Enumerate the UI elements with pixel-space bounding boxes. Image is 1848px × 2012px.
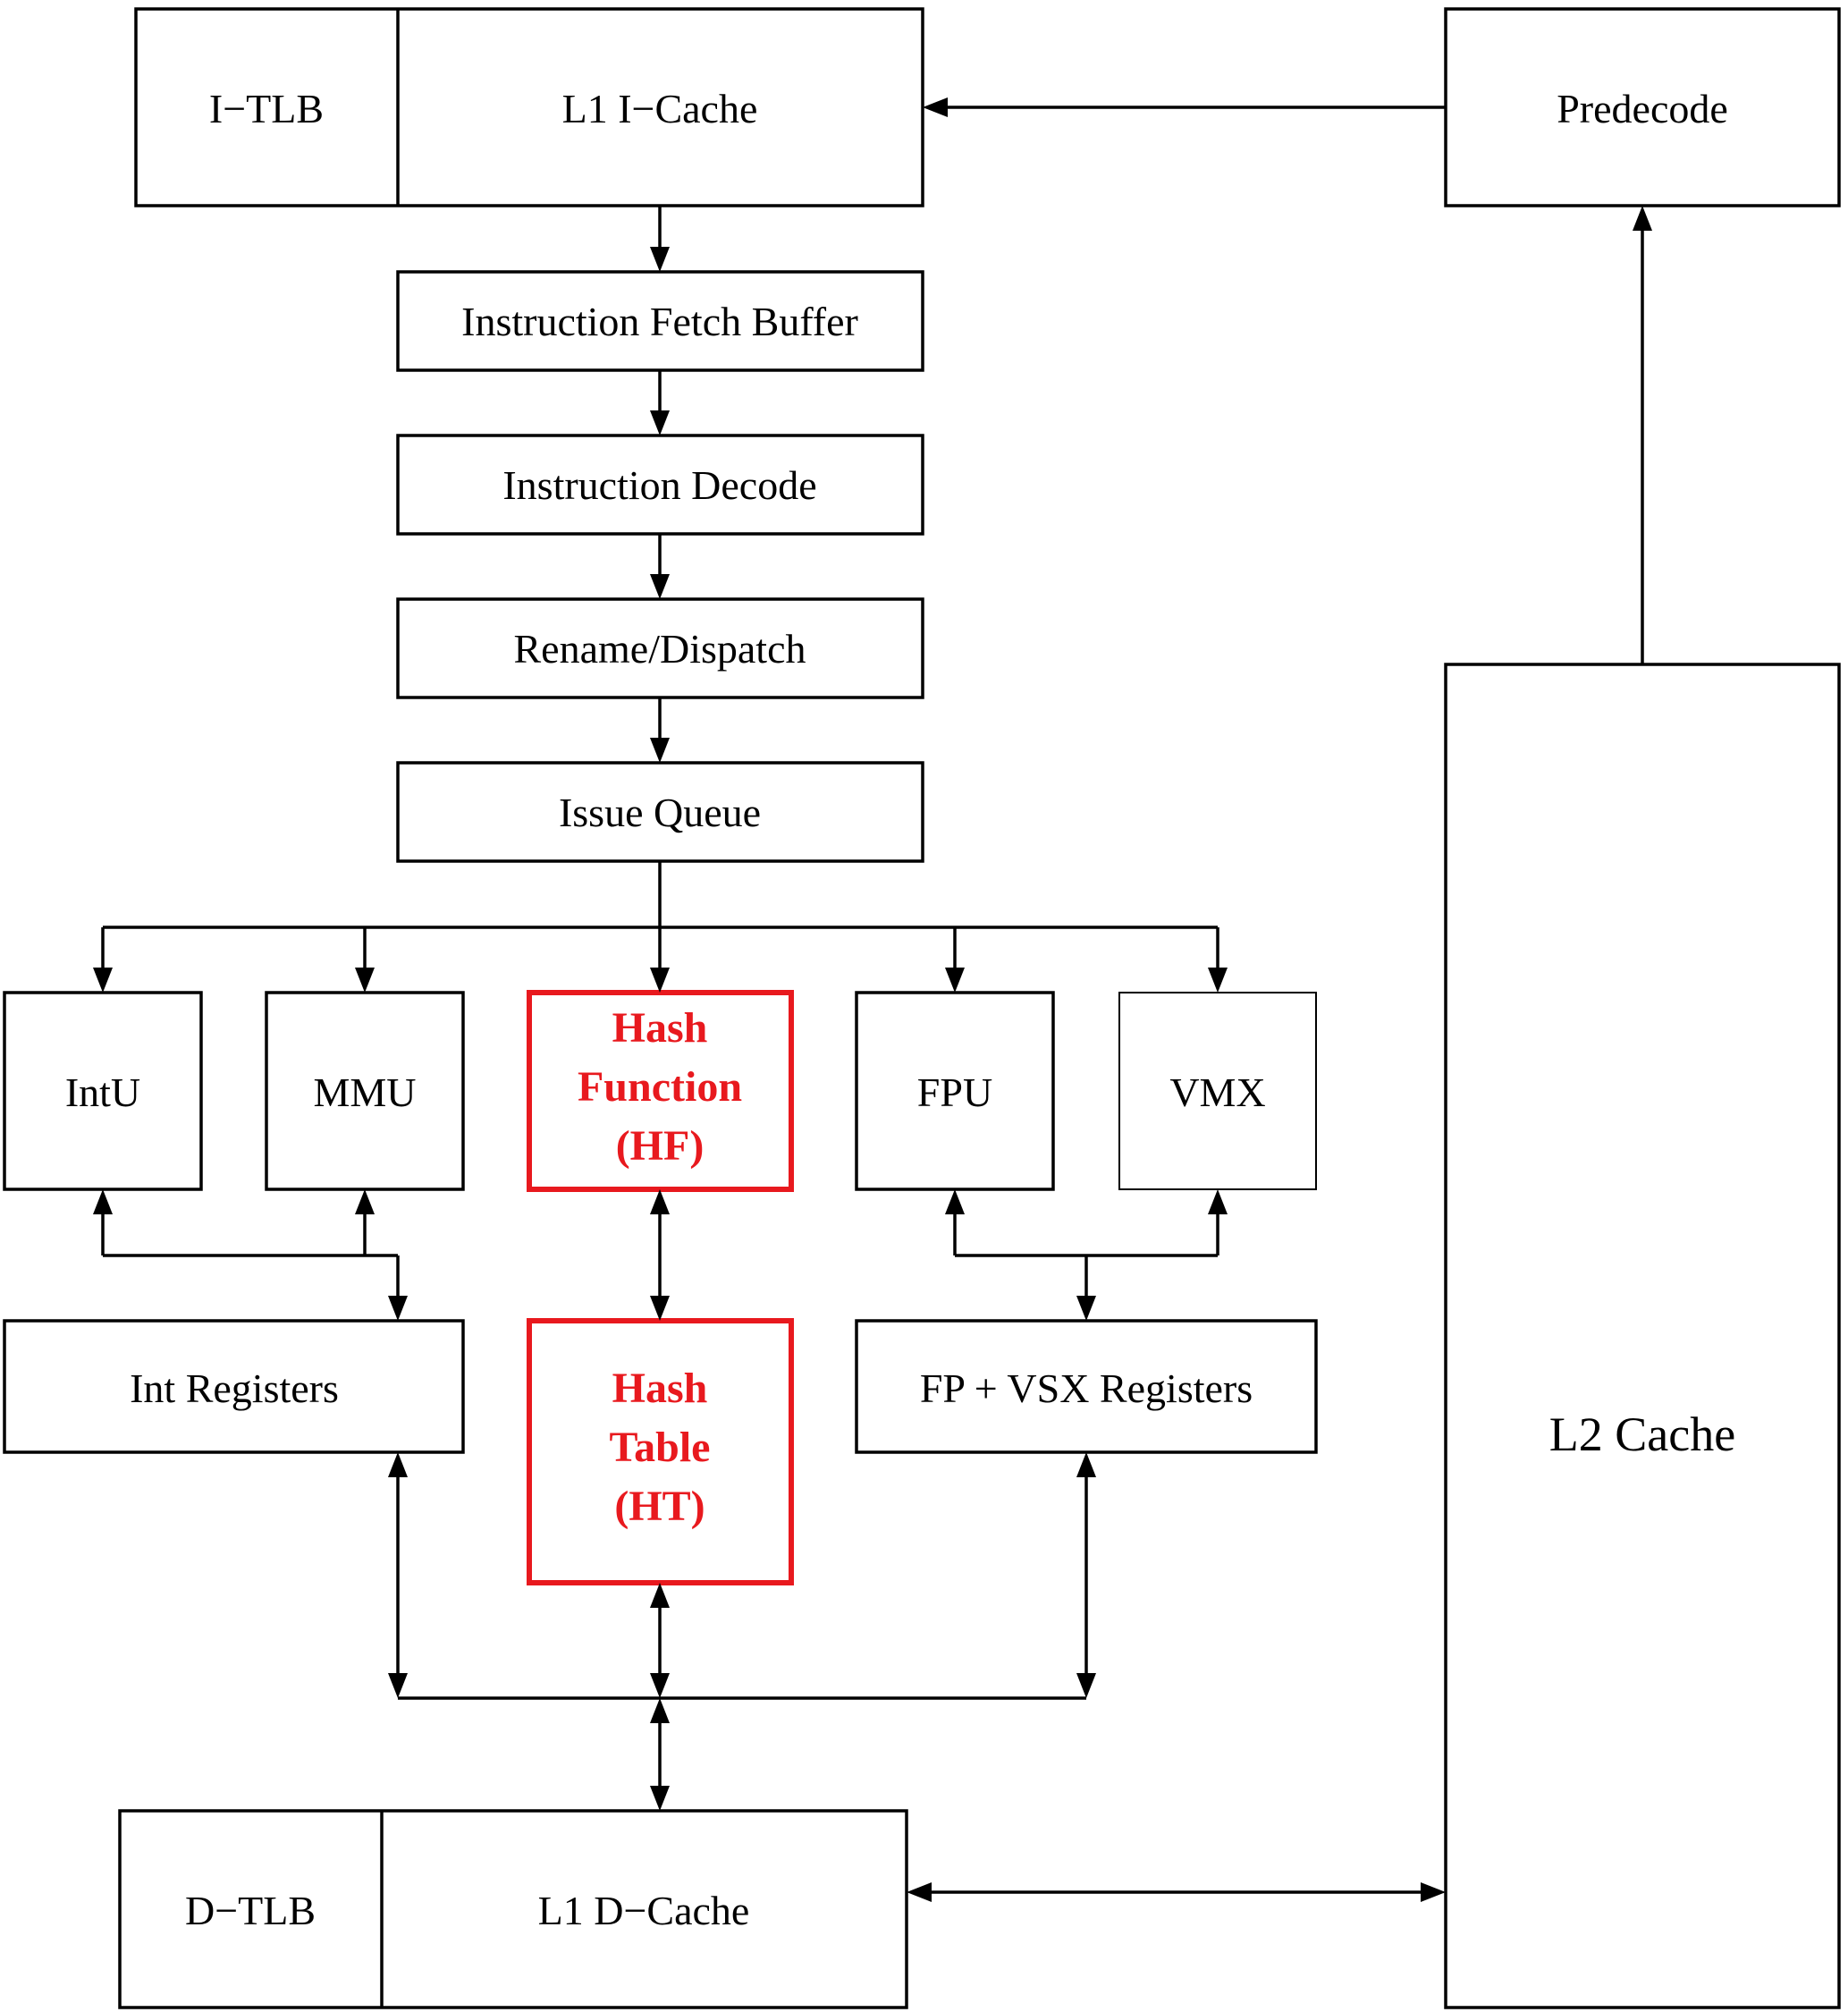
intu-box [3, 991, 203, 1191]
mmu-box [265, 991, 465, 1191]
fetch-buffer-label: Instruction Fetch Buffer [461, 299, 858, 344]
mmu-label: MMU [313, 1069, 416, 1115]
hf-ht-arrowhead-up [650, 1189, 670, 1214]
hash-table-box [527, 1318, 794, 1585]
rename-label: Rename/Dispatch [513, 626, 806, 672]
predecode-label: Predecode [1557, 86, 1728, 131]
hash-table-line-3: (HT) [614, 1483, 705, 1530]
hf-ht-arrowhead-down [650, 1296, 670, 1321]
vmx-label: VMX [1169, 1069, 1265, 1115]
vmx-block: VMX [1118, 992, 1317, 1190]
intu-label: IntU [65, 1069, 140, 1115]
int-reg-bus-link-arrowhead-up [388, 1452, 408, 1477]
bus-dcache-arrowhead-down [650, 1786, 670, 1811]
bus-to-fpu-arrowhead [945, 968, 965, 993]
l2-cache-box [1444, 663, 1841, 2009]
decode-box [396, 434, 924, 536]
fp-reg-bus-link-arrowhead-up [1076, 1452, 1096, 1477]
int-registers-block: Int Registers [3, 1319, 465, 1454]
l2-cache-label: L2 Cache [1549, 1408, 1735, 1461]
bus-to-fp-reg-arrowhead [1076, 1296, 1096, 1321]
hash-function-line-1: Hash [612, 1004, 708, 1052]
l2-to-predecode-arrowhead [1633, 206, 1652, 231]
ht-bus-link-arrowhead-down [650, 1673, 670, 1698]
int-reg-bus-link-arrowhead-down [388, 1673, 408, 1698]
issue-queue-label: Issue Queue [559, 790, 761, 835]
hash-function-line-2: Function [578, 1063, 742, 1111]
issue-queue-block: Issue Queue [396, 761, 924, 863]
rename-to-issue-arrowhead [650, 738, 670, 763]
hash-function-block: Hash Function (HF) [527, 990, 794, 1192]
hash-function-box [527, 990, 794, 1192]
dtlb-dcache-frame [118, 1809, 908, 2009]
decode-block: Instruction Decode [396, 434, 924, 536]
ht-bus-link-arrowhead-up [650, 1583, 670, 1608]
itlb-icache-frame [134, 7, 924, 207]
hash-table-line-1: Hash [612, 1365, 708, 1412]
fetch-buffer-block: Instruction Fetch Buffer [396, 270, 924, 372]
itlb-icache-block: I−TLB L1 I−Cache [134, 7, 924, 207]
fpu-label: FPU [917, 1069, 992, 1115]
decode-label: Instruction Decode [502, 462, 816, 508]
l1-icache-label: L1 I−Cache [562, 86, 758, 131]
fp-vsx-registers-box [855, 1319, 1318, 1454]
int-reg-to-mmu-arrowhead [355, 1189, 375, 1214]
hash-function-line-3: (HF) [616, 1122, 705, 1170]
icache-to-fetch-arrowhead [650, 247, 670, 272]
fpu-box [855, 991, 1055, 1191]
predecode-box [1444, 7, 1841, 207]
fetch-to-decode-arrowhead [650, 410, 670, 435]
bus-to-intu-arrowhead [93, 968, 113, 993]
intu-block: IntU [3, 991, 203, 1191]
connectors [93, 97, 1652, 1902]
fp-vsx-registers-block: FP + VSX Registers [855, 1319, 1318, 1454]
fp-vsx-registers-label: FP + VSX Registers [920, 1365, 1253, 1411]
hash-table-block: Hash Table (HT) [527, 1318, 794, 1585]
fpu-block: FPU [855, 991, 1055, 1191]
vmx-box [1118, 992, 1317, 1190]
itlb-label: I−TLB [209, 86, 324, 131]
int-reg-to-intu-arrowhead [93, 1189, 113, 1214]
fp-reg-bus-link-arrowhead-down [1076, 1673, 1096, 1698]
int-registers-label: Int Registers [130, 1365, 339, 1411]
l1-dcache-label: L1 D−Cache [538, 1888, 750, 1933]
predecode-to-icache-arrowhead [923, 97, 948, 117]
decode-to-rename-arrowhead [650, 574, 670, 599]
dcache-l2-arrowhead-right [1421, 1882, 1446, 1902]
bus-dcache-arrowhead-up [650, 1698, 670, 1723]
bus-to-int-reg-arrowhead [388, 1296, 408, 1321]
fp-reg-to-vmx-arrowhead [1208, 1189, 1228, 1214]
dcache-l2-arrowhead-left [907, 1882, 932, 1902]
int-registers-box [3, 1319, 465, 1454]
dtlb-label: D−TLB [185, 1888, 316, 1933]
fp-reg-to-fpu-arrowhead [945, 1189, 965, 1214]
bus-to-mmu-arrowhead [355, 968, 375, 993]
dtlb-dcache-block: D−TLB L1 D−Cache [118, 1809, 908, 2009]
mmu-block: MMU [265, 991, 465, 1191]
rename-box [396, 597, 924, 699]
rename-block: Rename/Dispatch [396, 597, 924, 699]
hash-table-line-2: Table [610, 1424, 711, 1471]
issue-queue-box [396, 761, 924, 863]
predecode-block: Predecode [1444, 7, 1841, 207]
l2-cache-block: L2 Cache [1444, 663, 1841, 2009]
bus-to-vmx-arrowhead [1208, 968, 1228, 993]
bus-to-hf-arrowhead [650, 968, 670, 993]
